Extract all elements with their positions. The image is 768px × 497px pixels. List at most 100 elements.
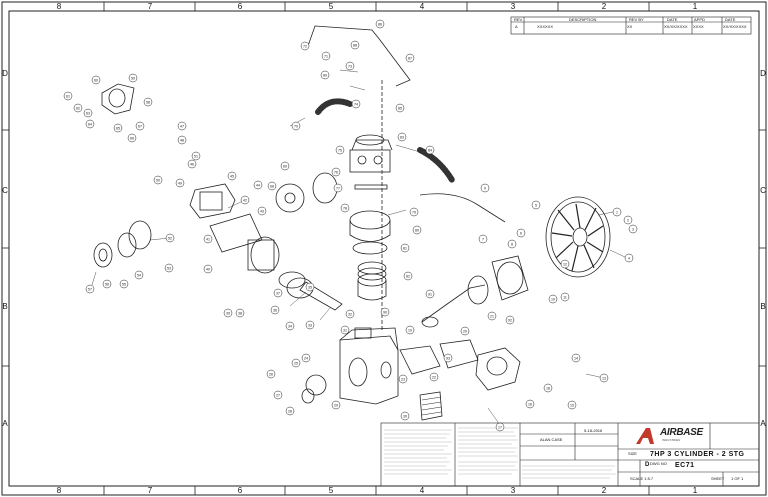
rev-cell-rev-by: XX <box>627 24 633 29</box>
rev-cell-date: XX/XX/XXXX <box>664 24 688 29</box>
zone-row-b-right: B <box>760 302 766 311</box>
balloon-label: 5 <box>535 203 537 207</box>
balloon-label: 93 <box>446 356 450 360</box>
balloon-label: 46 <box>190 162 194 166</box>
balloon-label: 9 <box>484 186 486 190</box>
balloon-label: 33 <box>308 323 312 327</box>
balloon-label: 84 <box>428 148 432 152</box>
balloon-label: 86 <box>378 22 382 26</box>
sheet-label: SHEET <box>711 476 725 481</box>
balloon-label: 74 <box>354 102 358 106</box>
balloon-label: 43 <box>260 209 264 213</box>
title-block-grid <box>380 422 760 487</box>
rev-header-rev: REV <box>514 17 523 22</box>
balloon-label: 53 <box>167 266 171 270</box>
inner-border <box>8 10 760 487</box>
balloon-label: 42 <box>243 198 247 202</box>
balloon-label: 57 <box>88 287 92 291</box>
balloon-label: 28 <box>288 409 292 413</box>
zone-col-4-bottom: 4 <box>419 486 425 495</box>
drawing-title: 7HP 3 CYLINDER - 2 STG <box>650 451 745 458</box>
crankshaft <box>278 255 529 328</box>
zone-col-3-top: 3 <box>510 2 516 11</box>
balloon-label: 88 <box>353 43 357 47</box>
rev-header-description: DESCRIPTION <box>569 17 597 22</box>
revision-table-grid <box>510 16 752 35</box>
zone-col-1-top: 1 <box>692 2 698 11</box>
drawing-number: EC71 <box>675 462 695 469</box>
balloon-label: 61 <box>66 94 70 98</box>
zone-row-c-right: C <box>760 186 766 195</box>
company-logo <box>636 428 654 444</box>
balloon-label: 23 <box>401 377 405 381</box>
balloon-label: 60 <box>94 78 98 82</box>
rev-cell-description: XXXXXX <box>537 24 554 29</box>
balloon-label: 71 <box>324 54 328 58</box>
zone-col-2-top: 2 <box>601 2 607 11</box>
balloon-label: 52 <box>168 236 172 240</box>
exploded-assembly <box>91 25 628 426</box>
balloon-label: 72 <box>303 44 307 48</box>
balloon-label: 81 <box>403 246 407 250</box>
balloon-label: 39 <box>226 311 230 315</box>
balloon-label: 19 <box>408 328 412 332</box>
revision-table: REV DESCRIPTION REV BY DATE APPD DATE A … <box>511 17 751 34</box>
zone-row-a-left: A <box>2 419 8 428</box>
balloon-label: 11 <box>563 295 567 299</box>
balloon-label: 37 <box>276 291 280 295</box>
balloon-label: 82 <box>406 274 410 278</box>
balloon-label: 7 <box>482 237 484 241</box>
notes-text-lines <box>384 427 616 479</box>
balloon-label: 76 <box>334 170 338 174</box>
balloon-label: 32 <box>348 312 352 316</box>
intake-assembly <box>93 83 338 274</box>
balloon-label: 90 <box>383 310 387 314</box>
balloon-label: 44 <box>256 183 260 187</box>
balloon-label: 15 <box>570 403 574 407</box>
zone-col-2-bottom: 2 <box>601 486 607 495</box>
drawn-by: ALAN CASE <box>540 437 563 442</box>
company-name: AIRBASE <box>660 427 703 438</box>
balloon-label: 25 <box>294 361 298 365</box>
balloon-label: 78 <box>343 206 347 210</box>
zone-col-1-bottom: 1 <box>692 486 698 495</box>
balloon-label: 16 <box>528 402 532 406</box>
balloon-label: 10 <box>551 297 555 301</box>
balloon-label: 45 <box>230 174 234 178</box>
zone-row-d-left: D <box>2 69 8 78</box>
balloon-label: 21 <box>490 314 494 318</box>
zone-col-5-bottom: 5 <box>328 486 334 495</box>
balloon-label: 1 <box>616 210 618 214</box>
balloon-label: 50 <box>156 178 160 182</box>
rev-header-date-2: DATE <box>725 17 736 22</box>
balloon-label: 66 <box>130 136 134 140</box>
zone-col-3-bottom: 3 <box>510 486 516 495</box>
logo-mark <box>636 428 654 444</box>
balloon-label: 69 <box>283 164 287 168</box>
balloon-label: 13 <box>602 376 606 380</box>
balloon-label: 80 <box>415 228 419 232</box>
crankcase <box>339 327 399 405</box>
balloon-label: 3 <box>632 227 634 231</box>
balloon-label: 30 <box>403 414 407 418</box>
sheet-value: 1 OF 1 <box>731 476 744 481</box>
balloon-label: 54 <box>137 273 141 277</box>
company-subtitle: INDUSTRIES <box>662 438 681 442</box>
balloon-label: 91 <box>428 292 432 296</box>
cylinder-stack <box>349 134 393 301</box>
balloon-label: 26 <box>269 372 273 376</box>
balloon-label: 89 <box>323 73 327 77</box>
balloon-label: 64 <box>88 122 92 126</box>
balloon-label: 38 <box>238 311 242 315</box>
balloon-label: 24 <box>304 356 308 360</box>
balloon-label: 49 <box>178 181 182 185</box>
balloon-label: 51 <box>194 154 198 158</box>
balloon-label: 59 <box>131 76 135 80</box>
balloon-label: 68 <box>270 184 274 188</box>
balloon-label: 65 <box>116 126 120 130</box>
rev-header-date: DATE <box>667 17 678 22</box>
balloon-label: 2 <box>627 218 629 222</box>
size-value: D <box>645 462 650 468</box>
